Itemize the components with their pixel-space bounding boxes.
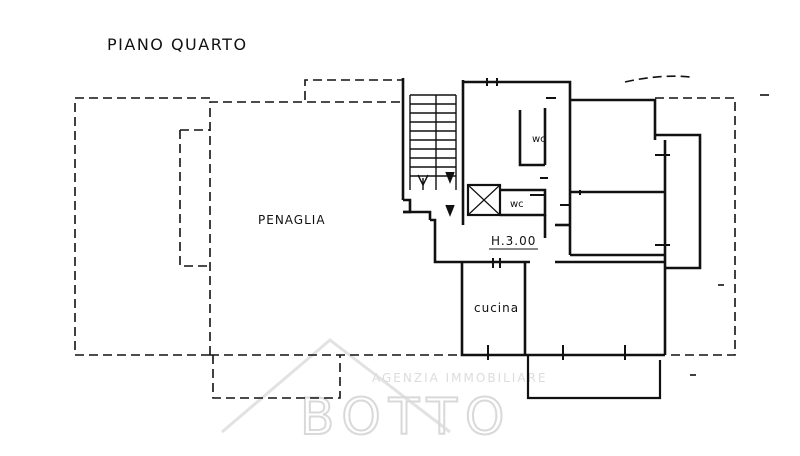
apartment-walls	[401, 78, 702, 400]
watermark-agency-line: AGENZIA IMMOBILIARE	[372, 371, 547, 385]
ceiling-height-label: H.3.00	[491, 234, 536, 248]
room-label-kitchen: cucina	[474, 301, 519, 315]
room-label-wc-upper: wc	[532, 134, 546, 145]
terrace-outline	[74, 75, 770, 399]
room-label-wc-lower: wc	[510, 199, 524, 210]
watermark-brand: BOTTO	[300, 388, 512, 446]
agency-watermark: AGENZIA IMMOBILIARE BOTTO	[221, 338, 547, 447]
plan-title: PIANO QUARTO	[107, 35, 248, 54]
staircase	[409, 94, 457, 217]
watermark-roof-icon	[221, 338, 451, 434]
openings	[486, 78, 670, 360]
room-label-terrace: PENAGLIA	[258, 213, 326, 227]
